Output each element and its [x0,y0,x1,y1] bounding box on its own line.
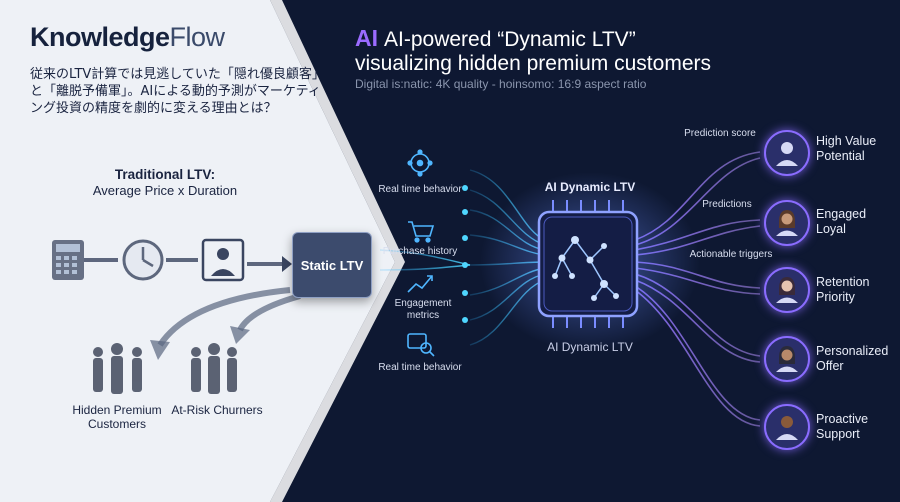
mid-label-predictions: Predictions [702,199,752,210]
chart-icon [407,275,433,293]
japanese-subtitle: 従来のLTV計算では見逃していた「隠れ優良顧客」と「離脱予備軍」。AIによる動的… [30,67,325,116]
person-card-icon [201,238,245,282]
ai-chip-icon [537,200,639,328]
ai-panel-title: AI AI-powered “Dynamic LTV” visualizing h… [355,26,711,76]
ai-title-line1: AI-powered “Dynamic LTV” [384,28,636,51]
traditional-ltv-title: Traditional LTV: [114,167,216,182]
chip-title: AI Dynamic LTV [544,180,636,194]
output-label-high-value: High Value Potential [816,134,877,163]
at-risk-churners-label: At-Risk Churners [171,403,263,417]
output-label-engaged-loyal: Engaged Loyal [816,207,867,236]
calculator-icon [52,240,84,280]
hidden-customers-silhouettes [93,343,142,394]
woman-avatar-icon [764,336,810,382]
output-label-proactive-support: Proactive Support [816,412,869,441]
input-label-engagement: Engagement metrics [394,298,452,321]
output-label-personalized-offer: Personalized Offer [816,344,889,373]
cart-icon [408,221,435,243]
traditional-ltv-formula: Average Price x Duration [92,183,238,198]
ai-badge: AI [355,25,378,51]
chip-subtitle: AI Dynamic LTV [547,340,633,354]
magnify-icon [407,333,435,357]
man-avatar-icon [764,130,810,176]
woman-avatar-icon [764,267,810,313]
churners-silhouettes [191,343,237,394]
output-label-retention-priority: Retention Priority [816,275,870,304]
static-ltv-box: Static LTV [292,232,372,298]
input-label-purchase: Purchase history [382,246,458,257]
ai-panel-subtext: Digital is:natic: 4K quality - hoinsomo:… [355,77,647,91]
input-label-realtime-2: Real time behavior [378,362,462,373]
clock-icon [122,239,164,281]
man-avatar-icon [764,404,810,450]
flow-arrows-left [84,258,282,266]
hidden-premium-label: Hidden Premium Customers [72,403,162,431]
mid-label-actionable-triggers: Actionable triggers [689,249,773,260]
input-label-realtime-1: Real time behavior [378,184,462,195]
network-icon [407,149,433,177]
brand-flow: Flow [169,22,226,52]
ai-title-line2: visualizing hidden premium customers [355,52,711,75]
woman-avatar-icon [764,200,810,246]
brand-logo: KnowledgeFlow [30,22,225,53]
brand-knowledge: Knowledge [30,22,170,52]
mid-label-prediction-score: Prediction score [684,128,756,139]
